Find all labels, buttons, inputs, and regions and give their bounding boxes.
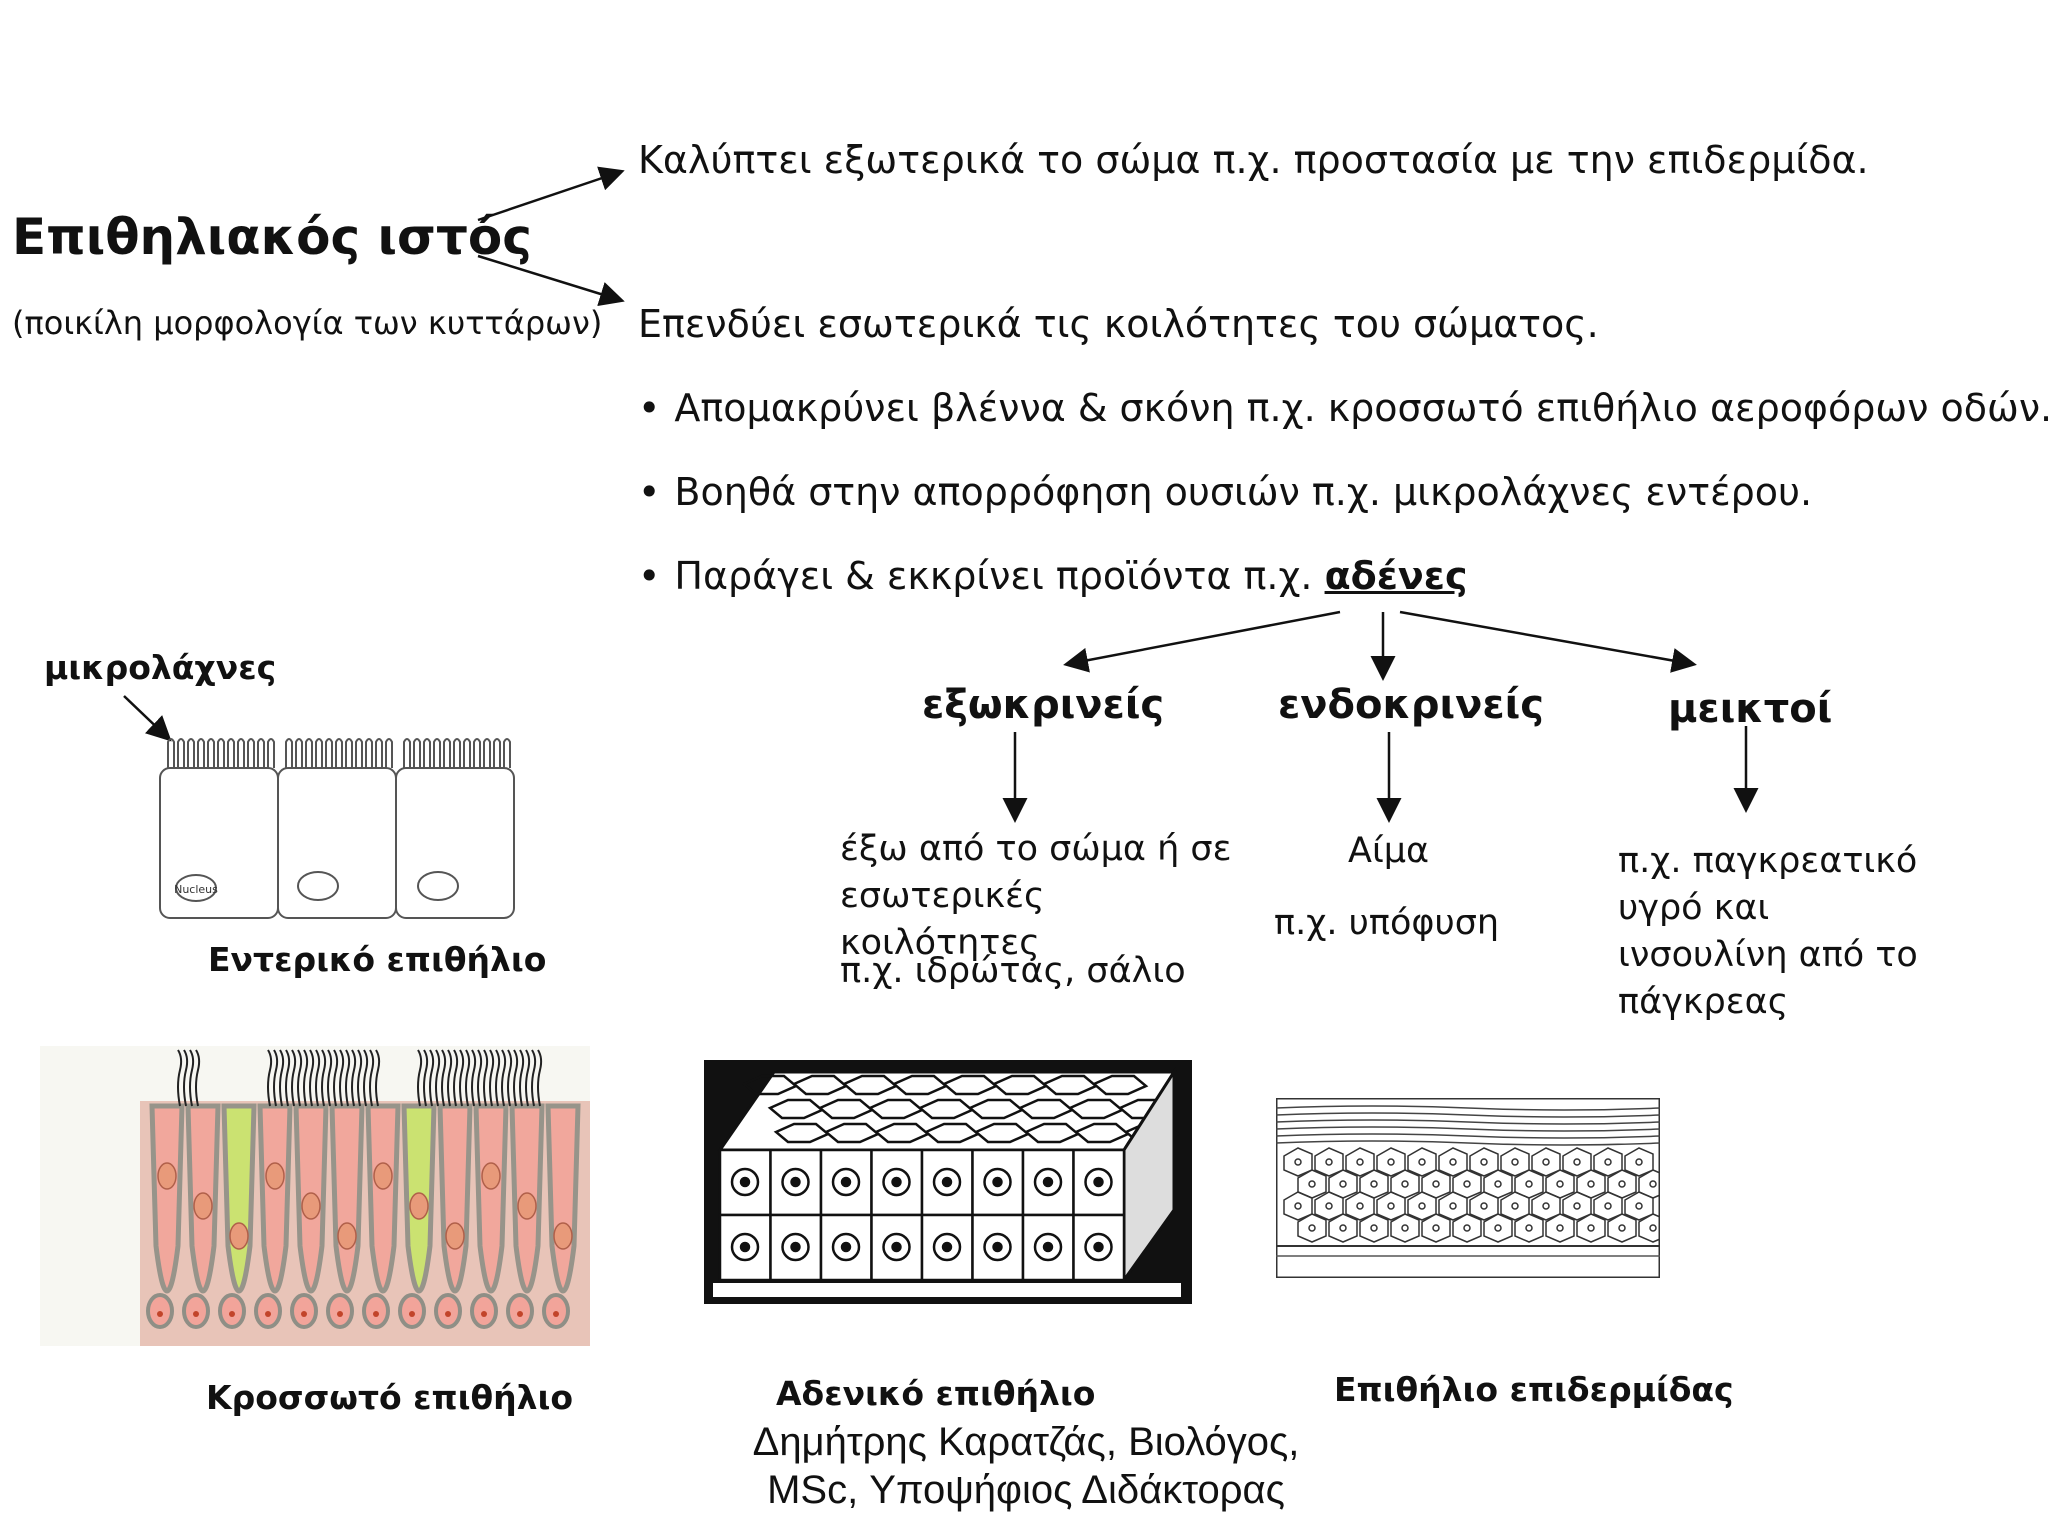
exocrine-label: εξωκρινείς [922, 682, 1165, 728]
endocrine-example: π.χ. υπόφυση [1274, 903, 1500, 943]
arrow-to-exocrine [1063, 610, 1341, 673]
intestinal-caption: Εντερικό επιθήλιο [208, 940, 547, 979]
bullet-symbol: • [638, 470, 661, 514]
glandular-caption: Αδενικό επιθήλιο [776, 1374, 1096, 1413]
author-line: MSc, Υποψήφιος Διδάκτορας [767, 1468, 1285, 1512]
bullet-item: • Βοηθά στην απορρόφηση ουσιών π.χ. μικρο… [638, 470, 1812, 514]
bullet-symbol: • [638, 386, 661, 430]
author-line: Δημήτρης Καρατζάς, Βιολόγος, [752, 1420, 1300, 1464]
endocrine-desc: Αίμα [1348, 831, 1430, 871]
bullet-text: Απομακρύνει βλέννα & σκόνη π.χ. κροσσωτό… [674, 386, 2048, 430]
ciliated-epithelium-image [40, 1046, 590, 1346]
glandular-epithelium-image [704, 1060, 1192, 1304]
epidermis-caption: Επιθήλιο επιδερμίδας [1334, 1370, 1734, 1409]
exocrine-desc: έξω από το σώμα ή σε εσωτερικές κοιλότητ… [840, 829, 1232, 963]
intestinal-epithelium-image: Nucleus [159, 738, 515, 919]
covers-text: Καλύπτει εξωτερικά το σώμα π.χ. προστασί… [638, 138, 1869, 182]
mixed-desc: π.χ. παγκρεατικό υγρό και ινσουλίνη από … [1618, 841, 1918, 1022]
arrow-to-mixed [1399, 610, 1697, 673]
glands-keyword: αδένες [1324, 554, 1468, 598]
page-title: Επιθηλιακός ιστός [12, 208, 532, 266]
bullet-text: Βοηθά στην απορρόφηση ουσιών π.χ. μικρολ… [674, 470, 1813, 514]
exocrine-example: π.χ. ιδρώτας, σάλιο [840, 951, 1186, 991]
bullet-text: Παράγει & εκκρίνει προϊόντα π.χ. [674, 554, 1325, 598]
lines-text: Επενδύει εσωτερικά τις κοιλότητες του σώ… [638, 302, 1599, 346]
nucleus-label: Nucleus [174, 883, 218, 896]
ciliated-caption: Κροσσωτό επιθήλιο [206, 1378, 574, 1417]
mixed-label: μεικτοί [1668, 686, 1833, 732]
epidermis-image [1276, 1098, 1660, 1278]
bullet-symbol: • [638, 554, 661, 598]
page-subtitle: (ποικίλη μορφολογία των κυττάρων) [12, 304, 603, 342]
endocrine-label: ενδοκρινείς [1278, 682, 1544, 728]
author-credit: Δημήτρης Καρατζάς, Βιολόγος, MSc, Υποψήφ… [716, 1418, 1336, 1514]
bullet-item: • Παράγει & εκκρίνει προϊόντα π.χ. αδένες [638, 554, 1468, 598]
microvilli-label: μικρολάχνες [44, 648, 277, 687]
bullet-item: • Απομακρύνει βλέννα & σκόνη π.χ. κροσσωτ… [638, 386, 2048, 430]
arrow-microvilli [123, 695, 172, 742]
